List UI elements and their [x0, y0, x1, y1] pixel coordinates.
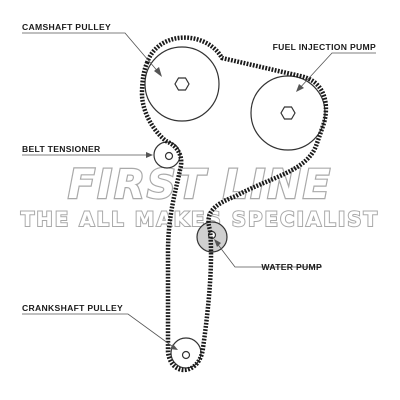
label-fuel-injection-pump: FUEL INJECTION PUMP	[273, 42, 376, 52]
label-camshaft-pulley: CAMSHAFT PULLEY	[22, 22, 111, 32]
leader-arrowheads	[146, 67, 304, 350]
crankshaft-hub-icon	[181, 350, 191, 360]
watermark: FIRST LINE THE ALL MAKES SPECIALIST	[20, 161, 379, 232]
label-water-pump: WATER PUMP	[261, 262, 322, 272]
leader-lines	[22, 32, 376, 350]
fuel-pump-hex-icon	[280, 106, 296, 120]
watermark-brand: FIRST LINE	[68, 162, 332, 208]
arrow-tensioner-icon	[146, 152, 153, 158]
timing-belt	[139, 35, 329, 373]
leader-camshaft	[22, 32, 161, 75]
leader-fuel-pump	[297, 52, 376, 91]
arrow-camshaft-icon	[154, 67, 162, 77]
arrow-water-pump-icon	[214, 239, 221, 247]
camshaft-hex-icon	[174, 77, 190, 91]
belt-tensioner-hub-icon	[164, 151, 174, 161]
watermark-tagline: THE ALL MAKES SPECIALIST	[21, 208, 379, 231]
pulleys	[144, 46, 326, 369]
arrow-fuel-pump-icon	[296, 84, 304, 92]
label-crankshaft-pulley: CRANKSHAFT PULLEY	[22, 303, 123, 313]
label-belt-tensioner: BELT TENSIONER	[22, 144, 101, 154]
arrow-crankshaft-icon	[170, 344, 178, 350]
leader-crankshaft	[22, 313, 177, 350]
leader-water-pump	[215, 241, 322, 268]
